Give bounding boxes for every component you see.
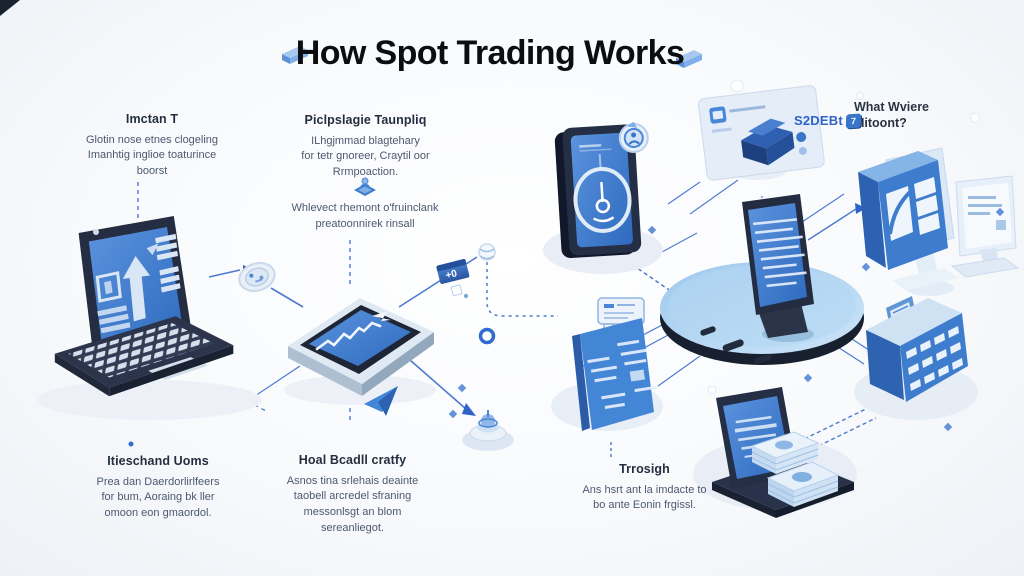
badge-row: S2DEBt 7 [794,112,862,129]
light-monitor-illustration [950,175,1020,278]
document-text-lines [587,339,657,409]
person-diamond-icon [352,176,378,198]
chart-tablet-illustration [288,298,434,396]
monitor-text-lines [752,218,807,288]
coin-icon [238,262,276,292]
block-line: Mitoont? [854,116,907,131]
text-block-through: Trrosigh Ans hsrt ant la imdacte to bo a… [547,461,742,514]
text-block-crafty: Hoal Bcadll cratfy Asnos tina srlehais d… [250,452,455,536]
block-line: Ans hsrt ant la imdacte to [582,483,707,496]
text-block-what-where: What Wviere Mitoont? [854,99,974,132]
clock-gauge-icon [573,166,632,233]
key-grid-glyphs [906,326,963,391]
tag-chip [450,284,463,297]
phone-illustration [554,121,649,259]
block-heading: What Wviere [854,100,930,114]
badge-cube-icon: 7 [845,112,862,129]
cash-tablet-illustration [712,387,854,518]
block-line: Glotin nose etnes clogeling [85,133,219,146]
isometric-bar-icon-left [282,46,308,64]
badge-label: S2DEBt [794,113,843,128]
cube-monitor-illustration [858,147,958,291]
browser-card-illustration [697,85,825,181]
block-line: bo ante Eonin frgissl. [593,499,696,512]
text-block-trading: Piclpslagie Taunpliq ILhgjmmad blagtehar… [268,112,463,181]
text-block-instant: Imctan T Glotin nose etnes clogeling Ima… [42,111,262,180]
tablet-text-lines [734,415,777,458]
page-title: How Spot Trading Works [295,34,685,72]
block-line: messonlsgt an blom [303,505,402,518]
beacon-icon [462,410,514,451]
block-line: boorst [136,164,168,177]
text-block-market-note: Whlevect rhemont o'fruinclank preatoonni… [255,176,475,232]
block-line: Whlevect rhemont o'fruinclank [291,202,439,214]
laptop-screen-glyphs [95,233,181,334]
isometric-bar-icon-right [676,50,702,68]
block-line: Prea dan Daerdorlirlfeers [96,475,220,488]
block-line: ILhgjmmad blagtehary [311,134,420,147]
block-line: preatoonnirek rinsall [315,217,415,230]
disc-dashes [700,326,772,365]
block-heading: Hoal Bcadll cratfy [298,453,407,467]
striped-sphere-icon [478,243,496,261]
block-heading: Imctan T [125,112,179,126]
block-heading: Piclpslagie Taunpliq [304,113,427,127]
isometric-box-glyph [741,118,795,166]
chart-swoosh-glyph [888,190,912,235]
block-line: for bum, Aoraing bk ller [101,491,215,504]
block-line: Asnos tina srlehais deainte [286,474,419,487]
block-line: taobell arcredel sfraning [293,490,412,503]
plus-tag-label: +0 [445,268,459,282]
banknote-stacks [750,431,840,507]
plus-tag: +0 [436,259,470,284]
block-line: sereanliegot. [321,521,384,534]
trend-line-glyph [315,321,382,351]
block-line: for tetr gnoreer, Craytil oor [301,150,430,163]
tag-dot [463,293,469,299]
text-block-merchant-users: Itieschand Uoms Prea dan Daerdorlirlfeer… [48,453,268,522]
keyboard-box-illustration [866,296,968,402]
block-heading: Itieschand Uoms [107,454,209,468]
bubbles-and-dots [93,79,980,447]
paper-plane-icon [364,386,398,416]
central-monitor-illustration [660,194,864,365]
laptop-illustration [54,216,234,397]
block-line: Rrmpoaction. [332,165,399,178]
coin-badge-icon [618,121,649,153]
block-heading: Trrosigh [619,462,670,476]
ring-icon [478,327,496,345]
block-line: omoon eon gmaordol. [104,506,212,519]
block-line: Imanhtig inglioe toaturince [87,149,217,162]
bird-glyph [372,311,391,321]
document-panel-illustration [572,297,657,431]
corner-notch [0,0,20,16]
